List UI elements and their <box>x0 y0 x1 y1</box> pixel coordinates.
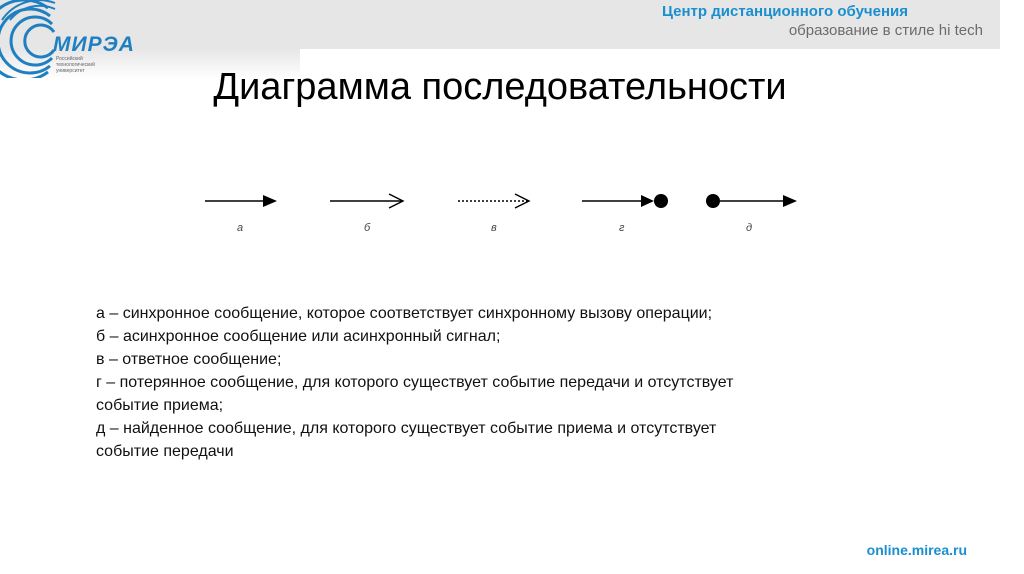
description-line: событие передачи <box>96 443 234 460</box>
async-message-arrow <box>330 193 405 209</box>
reply-message-arrow <box>458 193 531 209</box>
sync-message-arrow <box>205 195 277 207</box>
description-line: г – потерянное сообщение, для которого с… <box>96 374 734 391</box>
description-line: а – синхронное сообщение, которое соотве… <box>96 305 713 322</box>
lost-message-arrow <box>582 194 668 208</box>
description: а – синхронное сообщение, которое соотве… <box>96 302 896 463</box>
found-message-arrow <box>706 194 797 208</box>
center-name: Центр дистанционного обучения <box>662 3 908 20</box>
description-line: д – найденное сообщение, для которого су… <box>96 420 717 437</box>
header-band <box>0 0 1000 49</box>
label-b: б <box>364 222 371 234</box>
footer-url: online.mirea.ru <box>866 542 967 558</box>
label-v: в <box>491 222 497 234</box>
logo-subtitle: Российский технологический университет <box>56 56 95 74</box>
description-line: б – асинхронное сообщение или асинхронны… <box>96 328 501 345</box>
label-d: д <box>746 222 752 234</box>
description-line: в – ответное сообщение; <box>96 351 282 368</box>
logo-text: МИРЭА <box>53 33 135 56</box>
mirea-logo: МИРЭА Российский технологический универс… <box>0 0 170 82</box>
page-title: Диаграмма последовательности <box>213 66 787 108</box>
label-g: г <box>619 222 625 234</box>
message-types-diagram: а б в г д <box>205 193 797 234</box>
label-a: а <box>237 222 243 234</box>
center-tagline: образование в стиле hi tech <box>788 22 983 39</box>
description-line: событие приема; <box>96 397 224 414</box>
